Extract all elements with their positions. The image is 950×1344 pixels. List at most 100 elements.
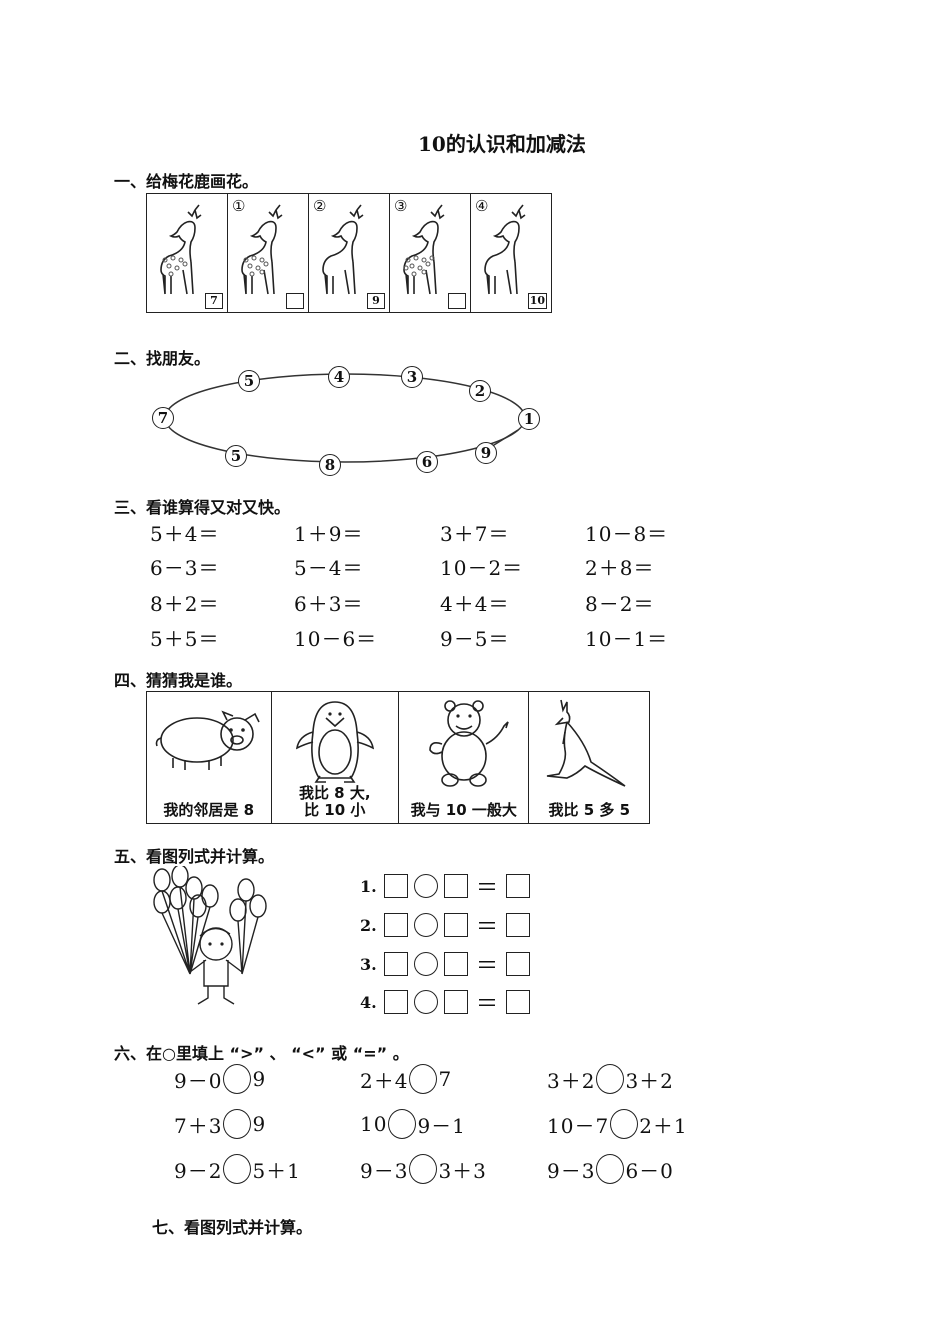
answer-square[interactable] xyxy=(444,874,468,898)
animal-strip: 我的邻居是 8 我比 8 大, 比 10 小 xyxy=(146,691,650,824)
formula-row-4: 4. ＝ xyxy=(360,986,530,1018)
animal-cell-pig: 我的邻居是 8 xyxy=(147,692,272,823)
deer-answer-box[interactable] xyxy=(286,293,304,309)
right-expr: 5＋1 xyxy=(252,1158,301,1183)
comparison-item: 9－3 6－0 xyxy=(547,1154,674,1184)
answer-square[interactable] xyxy=(384,913,408,937)
answer-square[interactable] xyxy=(384,874,408,898)
deer-cell-2: ② 9 xyxy=(309,194,390,312)
ring-number[interactable]: 5 xyxy=(238,370,260,392)
right-expr: 3＋3 xyxy=(438,1158,487,1183)
row-number: 1. xyxy=(360,876,377,896)
row-number: 4. xyxy=(360,992,377,1012)
animal-caption: 我比 5 多 5 xyxy=(548,801,631,819)
left-expr: 9－0 xyxy=(174,1068,223,1093)
equals-sign: ＝ xyxy=(475,954,498,979)
ring-number[interactable]: 1 xyxy=(518,408,540,430)
deer-label: ③ xyxy=(394,197,408,215)
equation: 1＋9＝ xyxy=(294,522,364,546)
equals-sign: ＝ xyxy=(475,992,498,1017)
animal-caption: 我比 8 大, 比 10 小 xyxy=(272,785,399,819)
deer-cell-3: ③ xyxy=(390,194,471,312)
deer-icon xyxy=(160,204,202,295)
left-expr: 9－3 xyxy=(547,1158,596,1183)
kangaroo-icon xyxy=(547,699,626,787)
operator-circle[interactable] xyxy=(414,913,438,937)
operator-circle[interactable] xyxy=(414,952,438,976)
row-number: 3. xyxy=(360,954,377,974)
deer-icon xyxy=(484,204,526,295)
result-square[interactable] xyxy=(506,952,530,976)
answer-square[interactable] xyxy=(384,952,408,976)
equation: 10－2＝ xyxy=(440,556,524,580)
left-expr: 9－3 xyxy=(360,1158,409,1183)
deer-icon xyxy=(322,204,364,295)
left-expr: 3＋2 xyxy=(547,1068,596,1093)
operator-circle[interactable] xyxy=(414,874,438,898)
equation: 6＋3＝ xyxy=(294,592,364,616)
ring-number[interactable]: 8 xyxy=(319,454,341,476)
ring-number[interactable]: 2 xyxy=(469,380,491,402)
caption-line-2: 比 10 小 xyxy=(304,801,366,819)
deer-cell-0: 7 xyxy=(147,194,228,312)
result-square[interactable] xyxy=(506,913,530,937)
deer-icon xyxy=(403,204,445,295)
left-expr: 9－2 xyxy=(174,1158,223,1183)
deer-number-box: 9 xyxy=(367,293,385,309)
operator-circle[interactable] xyxy=(414,990,438,1014)
equation: 10－1＝ xyxy=(585,627,669,651)
ring-number[interactable]: 9 xyxy=(475,442,497,464)
comparison-item: 10－7 2＋1 xyxy=(547,1109,688,1139)
compare-circle[interactable] xyxy=(223,1154,252,1184)
compare-circle[interactable] xyxy=(223,1064,252,1094)
section-6-heading: 六、在○里填上 “>” 、 “<” 或 “=” 。 xyxy=(114,1044,409,1063)
result-square[interactable] xyxy=(506,990,530,1014)
equation: 9－5＝ xyxy=(440,627,510,651)
ring-number[interactable]: 7 xyxy=(152,407,174,429)
compare-circle[interactable] xyxy=(388,1109,417,1139)
left-expr: 2＋4 xyxy=(360,1068,409,1093)
section-2-heading: 二、找朋友。 xyxy=(114,349,211,368)
ring-number[interactable]: 3 xyxy=(401,366,423,388)
deer-label: ② xyxy=(313,197,327,215)
ring-number[interactable]: 6 xyxy=(416,451,438,473)
deer-number-box: 7 xyxy=(205,293,223,309)
deer-answer-box[interactable] xyxy=(448,293,466,309)
compare-circle[interactable] xyxy=(223,1109,252,1139)
ring-number[interactable]: 5 xyxy=(225,445,247,467)
compare-circle[interactable] xyxy=(596,1154,625,1184)
compare-circle[interactable] xyxy=(610,1109,639,1139)
pig-icon xyxy=(155,710,260,770)
ring-number[interactable]: 4 xyxy=(328,366,350,388)
compare-circle[interactable] xyxy=(596,1064,625,1094)
formula-row-3: 3. ＝ xyxy=(360,948,530,980)
equation: 2＋8＝ xyxy=(585,556,655,580)
right-expr: 9 xyxy=(252,1067,267,1091)
answer-square[interactable] xyxy=(444,990,468,1014)
right-expr: 2＋1 xyxy=(639,1113,688,1138)
section-5-heading: 五、看图列式并计算。 xyxy=(114,847,275,866)
animal-cell-bear: 我与 10 一般大 xyxy=(399,692,530,823)
penguin-icon xyxy=(295,701,374,783)
answer-square[interactable] xyxy=(444,913,468,937)
caption-line-1: 我比 8 大, xyxy=(298,784,371,802)
section-1-heading: 一、给梅花鹿画花。 xyxy=(114,172,259,191)
deer-strip: 7 ① ② 9 ③ xyxy=(146,193,552,313)
compare-circle[interactable] xyxy=(409,1064,438,1094)
answer-square[interactable] xyxy=(444,952,468,976)
right-expr: 6－0 xyxy=(625,1158,674,1183)
result-square[interactable] xyxy=(506,874,530,898)
left-expr: 10－7 xyxy=(547,1113,610,1138)
compare-circle[interactable] xyxy=(409,1154,438,1184)
animal-cell-kangaroo: 我比 5 多 5 xyxy=(529,692,649,823)
equation: 8＋2＝ xyxy=(150,592,220,616)
equation: 8－2＝ xyxy=(585,592,655,616)
answer-square[interactable] xyxy=(384,990,408,1014)
left-expr: 10 xyxy=(360,1112,388,1136)
section-7-heading: 七、看图列式并计算。 xyxy=(152,1218,313,1237)
equals-sign: ＝ xyxy=(475,876,498,901)
page-title: 10的认识和加减法 xyxy=(418,132,586,156)
equation: 6－3＝ xyxy=(150,556,220,580)
